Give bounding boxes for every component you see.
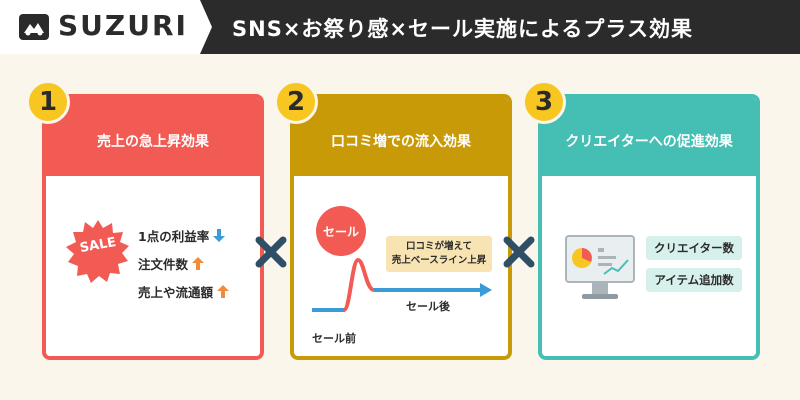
suzuri-logo-icon [19,14,49,40]
after-sale-label: セール後 [406,300,450,313]
brand-name: SUZURI [58,9,188,42]
multiply-icon [503,236,535,268]
callout-line-2: 売上ベースライン上昇 [391,255,487,266]
tag-item-count: アイテム追加数 [646,268,742,292]
sale-bubble: セール [316,206,366,256]
analytics-monitor-icon [565,235,635,299]
tag-creator-count: クリエイター数 [646,236,742,260]
sale-spike [342,257,375,312]
arrow-down-icon [213,229,226,242]
card-body: セール 口コミが増えて 売上ベースライン上昇 セール前 セール後 [294,176,508,356]
header-bar: SUZURI SNS×お祭り感×セール実施によるプラス効果 [0,0,800,54]
card-title: 口コミ増での流入効果 [294,98,508,176]
arrow-up-icon [217,285,230,298]
metric-label: 売上や流通額 [138,285,214,300]
card-body: SALE 1点の利益率 注文件数 売上や流通額 [46,176,260,356]
number-badge-3: 3 [522,80,566,124]
page-title: SNS×お祭り感×セール実施によるプラス効果 [232,17,693,41]
callout-line-1: 口コミが増えて [405,241,473,252]
callout-box: 口コミが増えて 売上ベースライン上昇 [386,236,492,272]
card-title: クリエイターへの促進効果 [542,98,756,176]
arrow-up-icon [192,257,205,270]
card-sales-surge: 売上の急上昇効果 SALE 1点の利益率 注文件数 売上や流通額 [42,94,264,360]
logo-area: SUZURI [0,0,212,54]
metric-label: 注文件数 [138,257,189,272]
card-word-of-mouth: 口コミ増での流入効果 セール 口コミが増えて 売上ベースライン上昇 セール前 セ… [290,94,512,360]
metric-order-count: 注文件数 [138,254,205,273]
metric-profit-rate: 1点の利益率 [138,226,226,245]
trend-arrowhead [480,283,492,297]
card-title: 売上の急上昇効果 [46,98,260,176]
multiply-icon [255,236,287,268]
metric-sales-volume: 売上や流通額 [138,282,230,301]
number-badge-1: 1 [26,80,70,124]
sales-trend-graph [312,257,492,312]
card-creator-boost: クリエイターへの促進効果 クリエイター数 アイテム追加数 [538,94,760,360]
card-body: クリエイター数 アイテム追加数 [542,176,756,356]
before-sale-label: セール前 [312,332,356,345]
metric-label: 1点の利益率 [138,229,210,244]
number-badge-2: 2 [274,80,318,124]
sale-burst-icon [66,220,129,283]
